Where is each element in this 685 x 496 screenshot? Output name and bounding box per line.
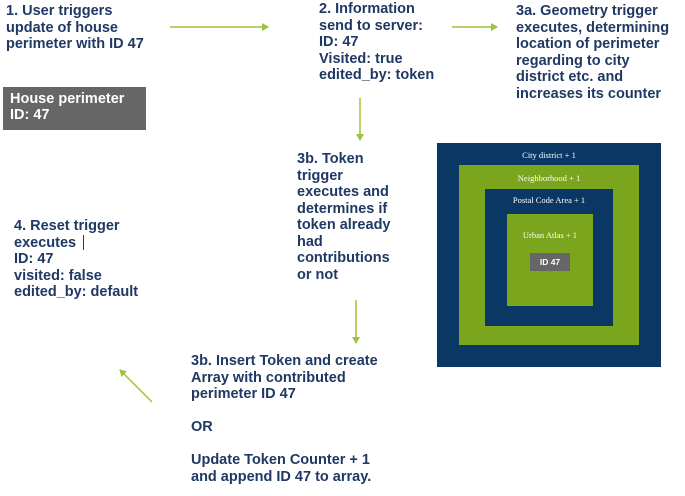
step3a-text: 3a. Geometry trigger executes, determini…: [516, 3, 670, 102]
urban-atlas-label: Urban Atlas + 1: [522, 230, 578, 240]
neighborhood-label: Neighborhood + 1: [517, 173, 581, 183]
id-47-chip: ID 47: [530, 253, 570, 271]
step1-text: 1. User triggers update of house perimet…: [6, 3, 144, 52]
city-district-label: City district + 1: [522, 150, 576, 160]
arrow-insert-to-step4: [119, 369, 153, 403]
step3b-insert-text: 3b. Insert Token and create Array with c…: [191, 353, 378, 485]
step3b-token-text: 3b. Token trigger executes and determine…: [297, 151, 391, 283]
text-cursor: [83, 235, 84, 250]
house-perimeter-box: House perimeter ID: 47: [3, 87, 146, 130]
step4-text: 4. Reset trigger executes ID: 47 visited…: [14, 218, 139, 300]
postal-code-area-label: Postal Code Area + 1: [512, 195, 586, 205]
step2-text: 2. Information send to server: ID: 47 Vi…: [319, 1, 435, 83]
